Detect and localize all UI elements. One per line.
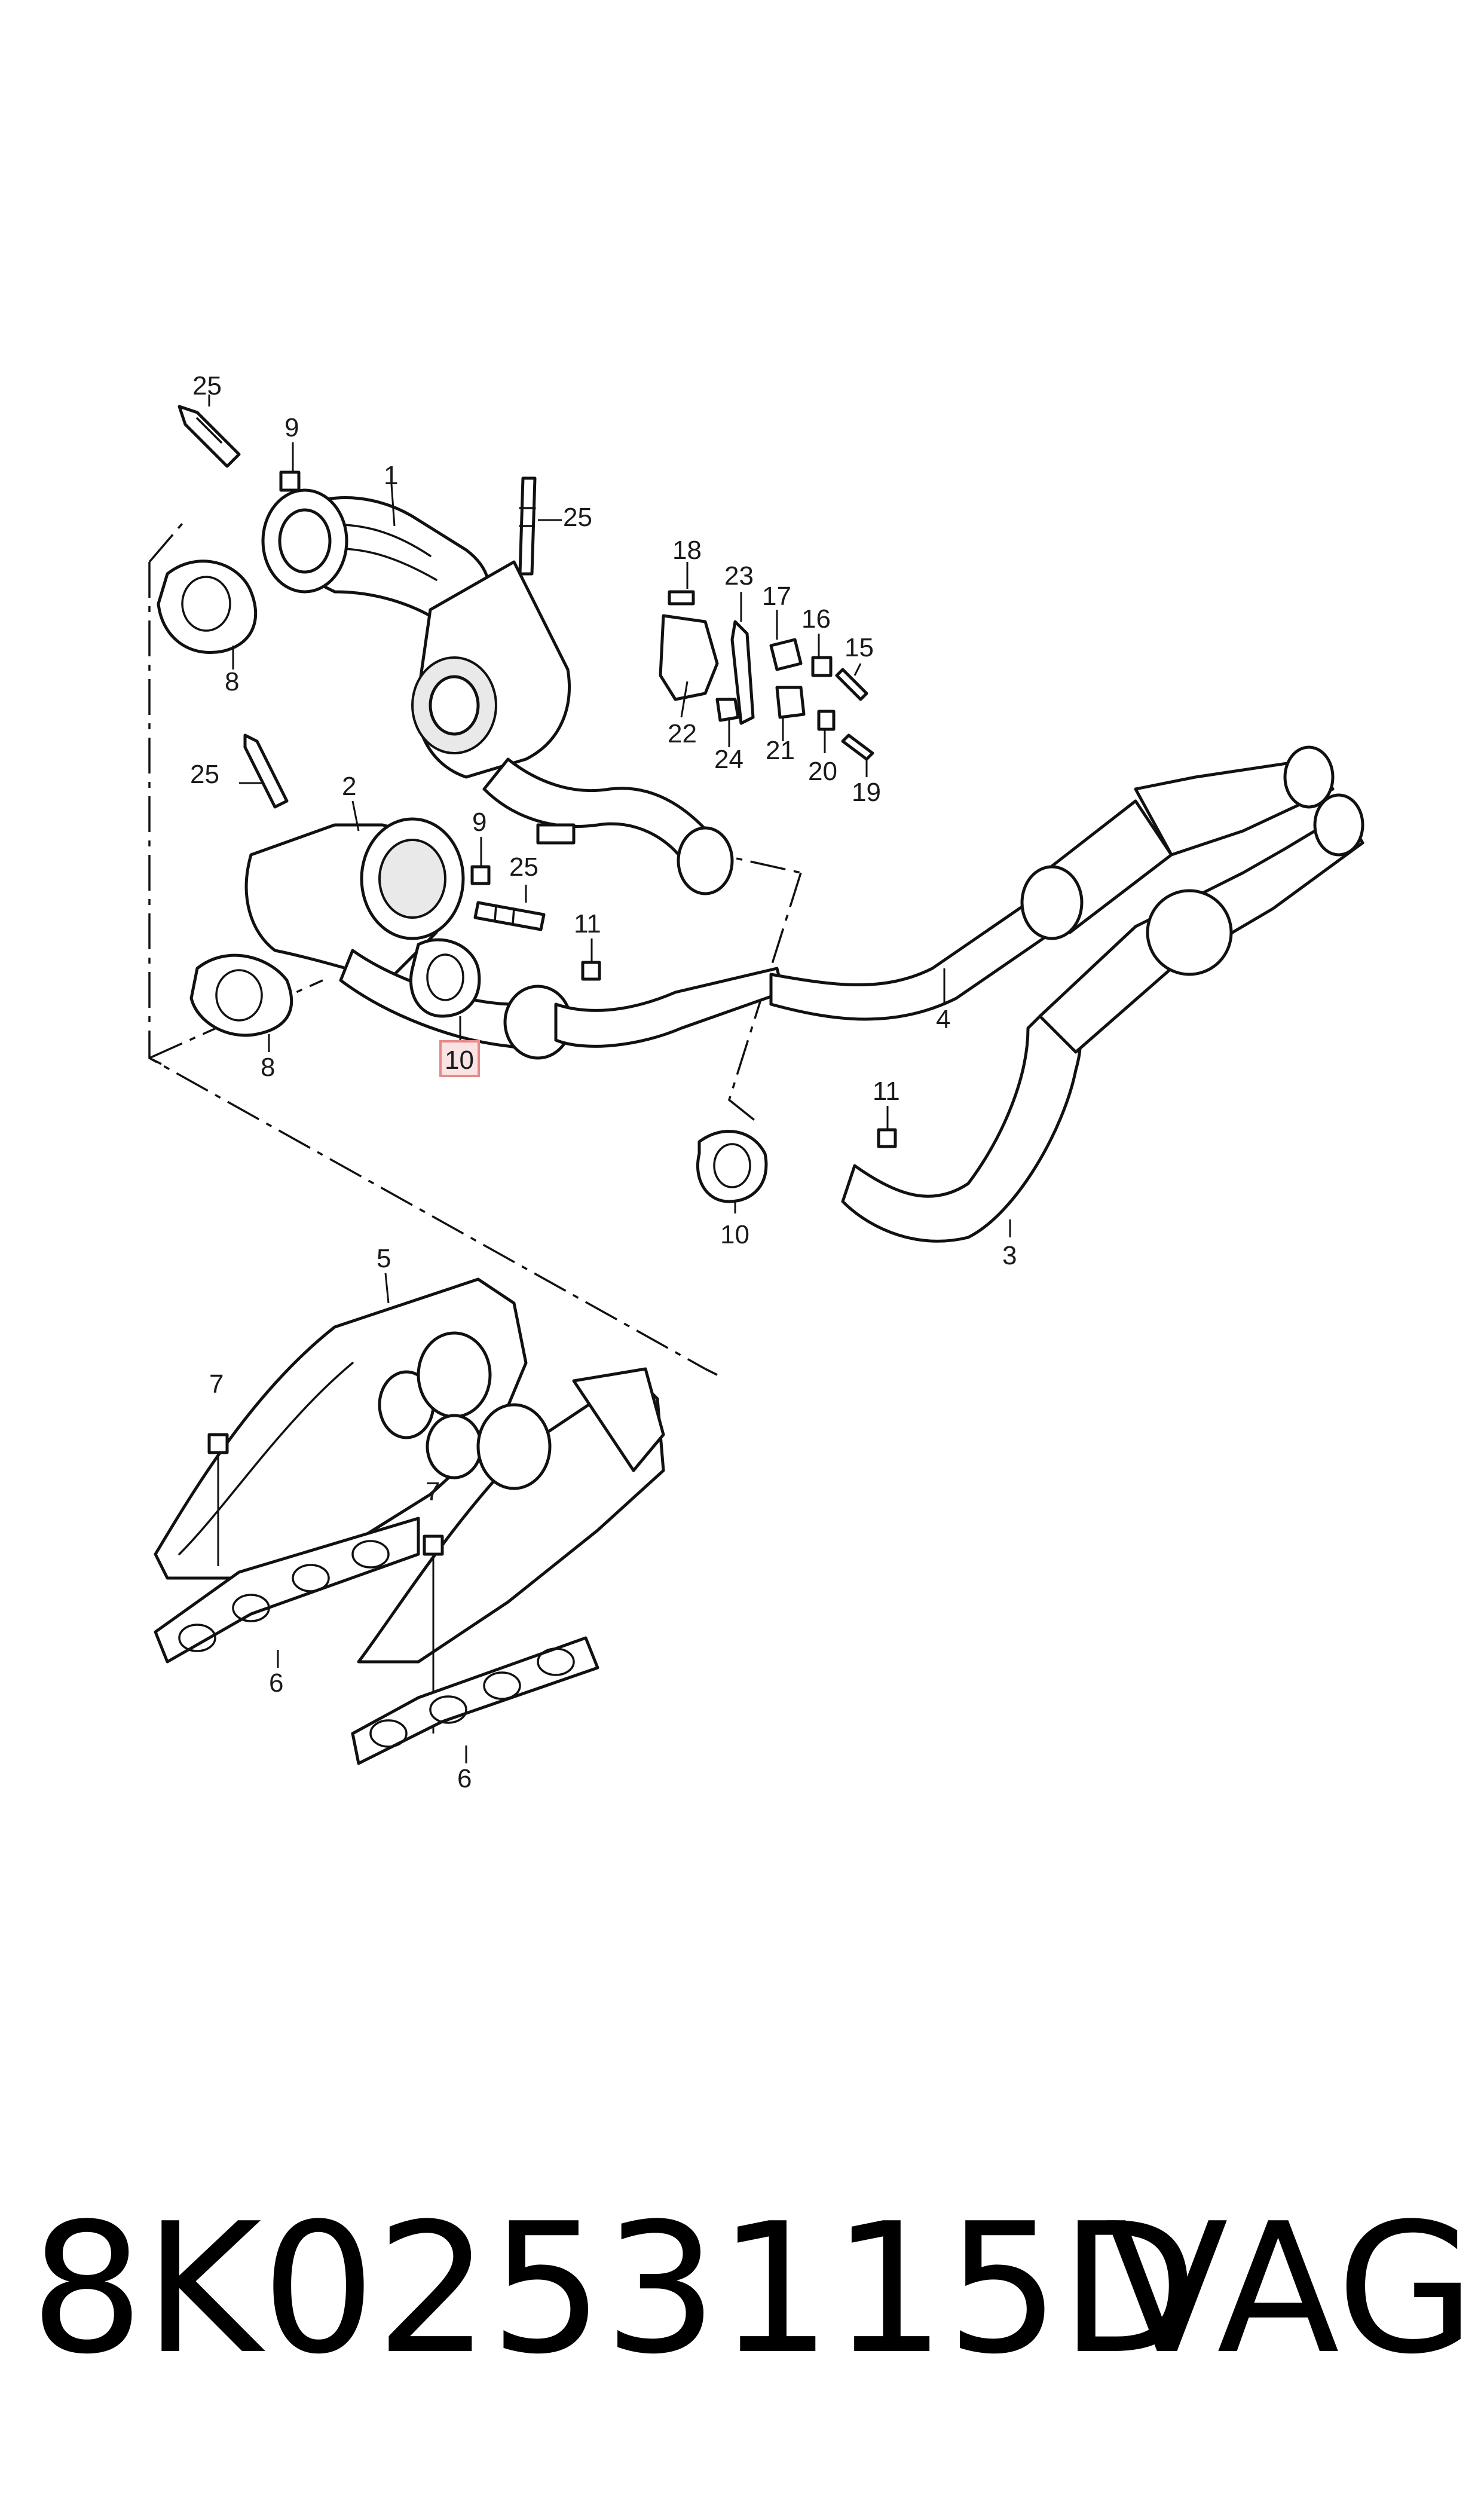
- callout-8b: 8: [261, 1053, 275, 1082]
- callout-21: 21: [766, 736, 795, 765]
- callout-9a: 9: [284, 413, 299, 442]
- callout-labels: 25 9 1 25 8 18 23 17 16 15 22 24 21 20 1…: [190, 371, 1017, 1793]
- part-1-front-pipe-with-catalyst: [261, 488, 734, 895]
- callout-18: 18: [672, 536, 702, 565]
- callout-8a: 8: [225, 667, 239, 696]
- leader-lines: [208, 395, 1011, 1763]
- part-4-intermediate-pipe: [769, 745, 1335, 1021]
- callout-11a: 11: [574, 909, 601, 938]
- part-number: 8K0253115D: [30, 2185, 1198, 2393]
- callout-6a: 6: [269, 1668, 283, 1698]
- callout-20: 20: [808, 757, 837, 786]
- callout-25c: 25: [190, 760, 219, 789]
- callout-11b: 11: [873, 1077, 900, 1106]
- highlight-box-10: [439, 1040, 480, 1077]
- nut-9-upper: [279, 470, 301, 492]
- oxygen-sensor-upper-left: [178, 405, 241, 468]
- oxygen-sensor-upper-right: [518, 476, 537, 576]
- gasket-8-upper: [157, 560, 258, 654]
- callout-2: 2: [342, 772, 356, 801]
- callout-15: 15: [844, 633, 874, 662]
- nut-9-lower: [470, 865, 491, 885]
- nut-11-upper: [581, 961, 601, 981]
- callout-6b: 6: [457, 1764, 472, 1793]
- brand-name: VAG: [1106, 2185, 1476, 2393]
- manifold-gasket-6-right: [351, 1636, 599, 1765]
- callout-16: 16: [801, 604, 831, 634]
- gasket-10-left: [409, 938, 481, 1018]
- callout-7a: 7: [209, 1369, 224, 1399]
- callout-10b: 10: [720, 1220, 749, 1249]
- manifold-gasket-6-left: [154, 1517, 420, 1664]
- callout-7b: 7: [426, 1477, 440, 1506]
- callout-3: 3: [1002, 1241, 1017, 1270]
- callout-9b: 9: [472, 808, 486, 837]
- callout-22: 22: [668, 719, 697, 748]
- callout-4: 4: [936, 1005, 950, 1034]
- callout-23: 23: [724, 561, 754, 591]
- callout-25a: 25: [192, 371, 222, 401]
- caption: 8K0253115D VAG: [30, 2182, 1475, 2397]
- callout-25d: 25: [509, 852, 538, 882]
- bracket-assembly: [659, 590, 874, 761]
- gasket-8-lower: [189, 953, 293, 1037]
- nut-11-lower: [877, 1128, 897, 1148]
- part-3-intermediate-pipe: [841, 793, 1364, 1243]
- callout-5: 5: [377, 1244, 391, 1273]
- callout-25b: 25: [563, 503, 592, 532]
- nut-7-left: [207, 1433, 229, 1566]
- gasket-10-right: [696, 1130, 768, 1203]
- oxygen-sensor-middle: [473, 901, 546, 931]
- callout-1: 1: [384, 461, 398, 490]
- callout-10a: 10: [445, 1045, 474, 1075]
- oxygen-sensor-middle-left: [243, 733, 289, 809]
- part-5-manifold-with-turbocharger: [154, 1277, 665, 1664]
- callout-19: 19: [852, 778, 881, 807]
- callout-24: 24: [714, 745, 743, 774]
- callout-17: 17: [762, 582, 791, 611]
